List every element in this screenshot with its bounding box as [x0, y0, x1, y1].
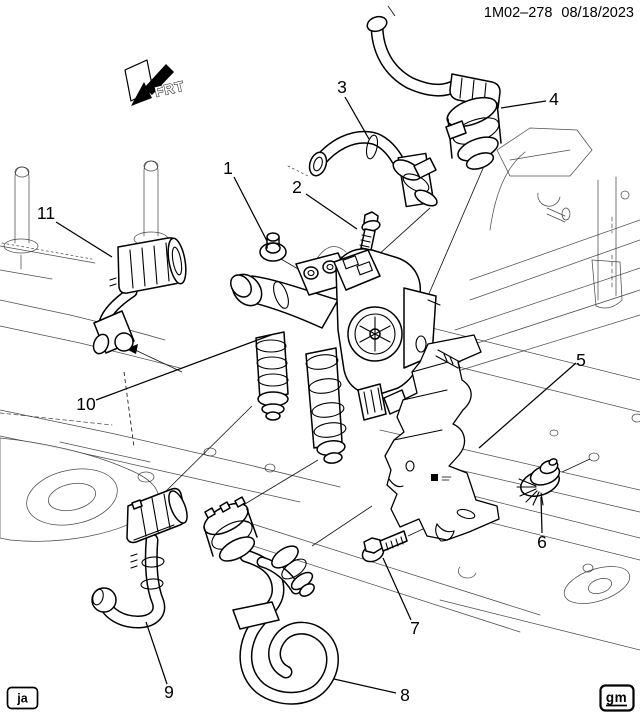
part-hose-9: [91, 487, 188, 629]
callout-2: 2: [292, 177, 302, 197]
callout-1: 1: [223, 158, 233, 178]
callout-5: 5: [576, 350, 586, 370]
gm-logo: gm: [599, 684, 635, 712]
part-hose-8: [203, 496, 339, 705]
part-hose-3: [308, 130, 438, 208]
drawing-date: 08/18/2023: [561, 5, 634, 21]
author-code: ja: [16, 692, 28, 706]
part-hose-11: [92, 237, 187, 355]
callout-7: 7: [410, 618, 420, 638]
part-bolt-2: [359, 211, 381, 251]
part-hose-4: [366, 15, 502, 170]
part-grommet-1: [259, 232, 287, 262]
callout-3: 3: [337, 77, 347, 97]
part-bracket-5: [384, 334, 500, 542]
part-bolt-7: [361, 530, 408, 563]
callout-labels: 1 2 3 4 5 6 7 8 9 10 11: [37, 77, 586, 705]
drawing-number: 1M02–278: [484, 5, 553, 21]
callout-8: 8: [400, 685, 410, 705]
author-code-box: ja: [6, 686, 39, 710]
gm-logo-text: gm: [606, 690, 627, 705]
callout-10: 10: [76, 394, 96, 414]
callout-11: 11: [37, 203, 55, 223]
install-lines: [123, 5, 591, 547]
drawing-header: 1M02–278 08/18/2023: [484, 5, 634, 21]
callout-9: 9: [164, 682, 174, 702]
frt-indicator: FRT: [124, 59, 187, 106]
callout-leader-lines: [55, 96, 577, 694]
callout-4: 4: [549, 89, 559, 109]
callout-6: 6: [537, 532, 547, 552]
frt-label: FRT: [153, 78, 186, 100]
part-grommet-6: [516, 458, 561, 506]
frt-arrow-shaft: [144, 64, 174, 95]
frt-arrow-icon: [131, 82, 152, 106]
